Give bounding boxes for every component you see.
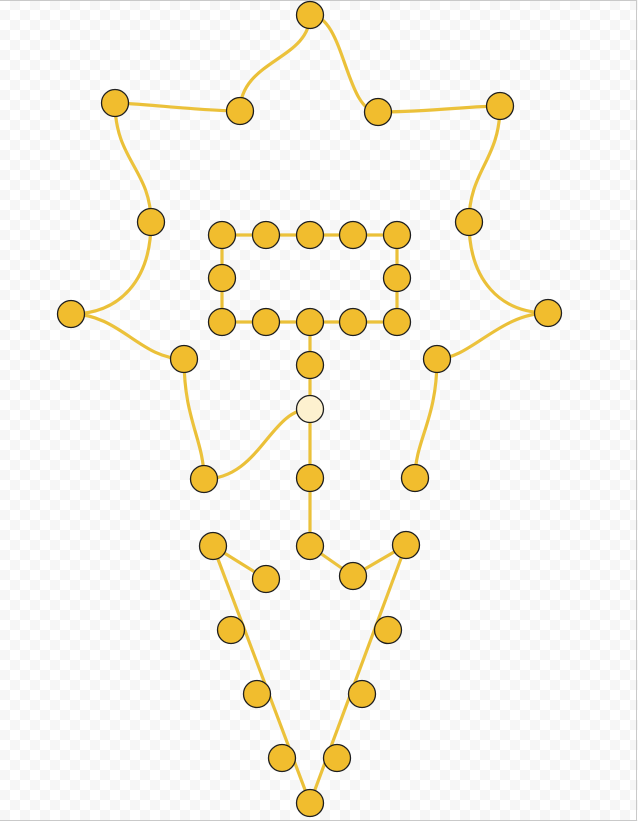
node-stem-3[interactable]	[295, 531, 325, 561]
edge-line-6	[69, 312, 186, 361]
node-upper-right-1[interactable]	[485, 91, 515, 121]
edge-line-7	[182, 357, 206, 481]
node-v-bottom[interactable]	[338, 561, 368, 591]
edge-line-2	[308, 13, 380, 114]
edge-line-3	[113, 101, 242, 113]
node-right-leg-1[interactable]	[373, 615, 403, 645]
node-v-right[interactable]	[391, 530, 421, 560]
node-bottom[interactable]	[295, 788, 325, 818]
node-left-lower[interactable]	[189, 464, 219, 494]
node-hook-top[interactable]	[198, 531, 228, 561]
node-stem-2[interactable]	[295, 463, 325, 493]
node-upper-left-1[interactable]	[100, 88, 130, 118]
node-left-leg-2[interactable]	[242, 679, 272, 709]
node-right-mid[interactable]	[454, 207, 484, 237]
node-left-tip[interactable]	[56, 299, 86, 329]
node-stem-1[interactable]	[295, 350, 325, 380]
node-layer	[56, 0, 563, 818]
edge-line-4	[113, 101, 153, 224]
node-left-mid[interactable]	[136, 207, 166, 237]
edge-line-5	[69, 220, 153, 316]
edge-line-1	[238, 13, 312, 113]
node-left-low[interactable]	[169, 344, 199, 374]
node-rect-7[interactable]	[382, 263, 412, 293]
node-rect-6[interactable]	[207, 263, 237, 293]
node-right-low[interactable]	[422, 344, 452, 374]
node-rect-12[interactable]	[382, 307, 412, 337]
node-hook-end[interactable]	[251, 564, 281, 594]
node-rect-2[interactable]	[251, 220, 281, 250]
node-rect-5[interactable]	[382, 220, 412, 250]
edge-line-18	[211, 543, 408, 805]
node-right-leg-3[interactable]	[322, 743, 352, 773]
edge-line-15	[202, 407, 312, 481]
node-left-leg-3[interactable]	[267, 743, 297, 773]
node-rect-8[interactable]	[207, 307, 237, 337]
node-rect-10[interactable]	[295, 307, 325, 337]
selected-node[interactable]	[295, 394, 325, 424]
node-left-leg-1[interactable]	[216, 615, 246, 645]
node-top[interactable]	[295, 0, 325, 30]
edge-line-9	[467, 104, 502, 224]
edge-line-8	[376, 104, 502, 114]
node-rect-3[interactable]	[295, 220, 325, 250]
node-right-lower[interactable]	[400, 463, 430, 493]
edge-line-12	[413, 357, 439, 480]
edge-line-10	[467, 220, 550, 315]
node-rect-11[interactable]	[338, 307, 368, 337]
node-upper-left-2[interactable]	[225, 96, 255, 126]
node-rect-4[interactable]	[338, 220, 368, 250]
node-upper-right-2[interactable]	[363, 97, 393, 127]
node-right-tip[interactable]	[533, 298, 563, 328]
node-right-leg-2[interactable]	[347, 679, 377, 709]
node-rect-1[interactable]	[207, 220, 237, 250]
edge-line-11	[435, 311, 550, 361]
node-rect-9[interactable]	[251, 307, 281, 337]
